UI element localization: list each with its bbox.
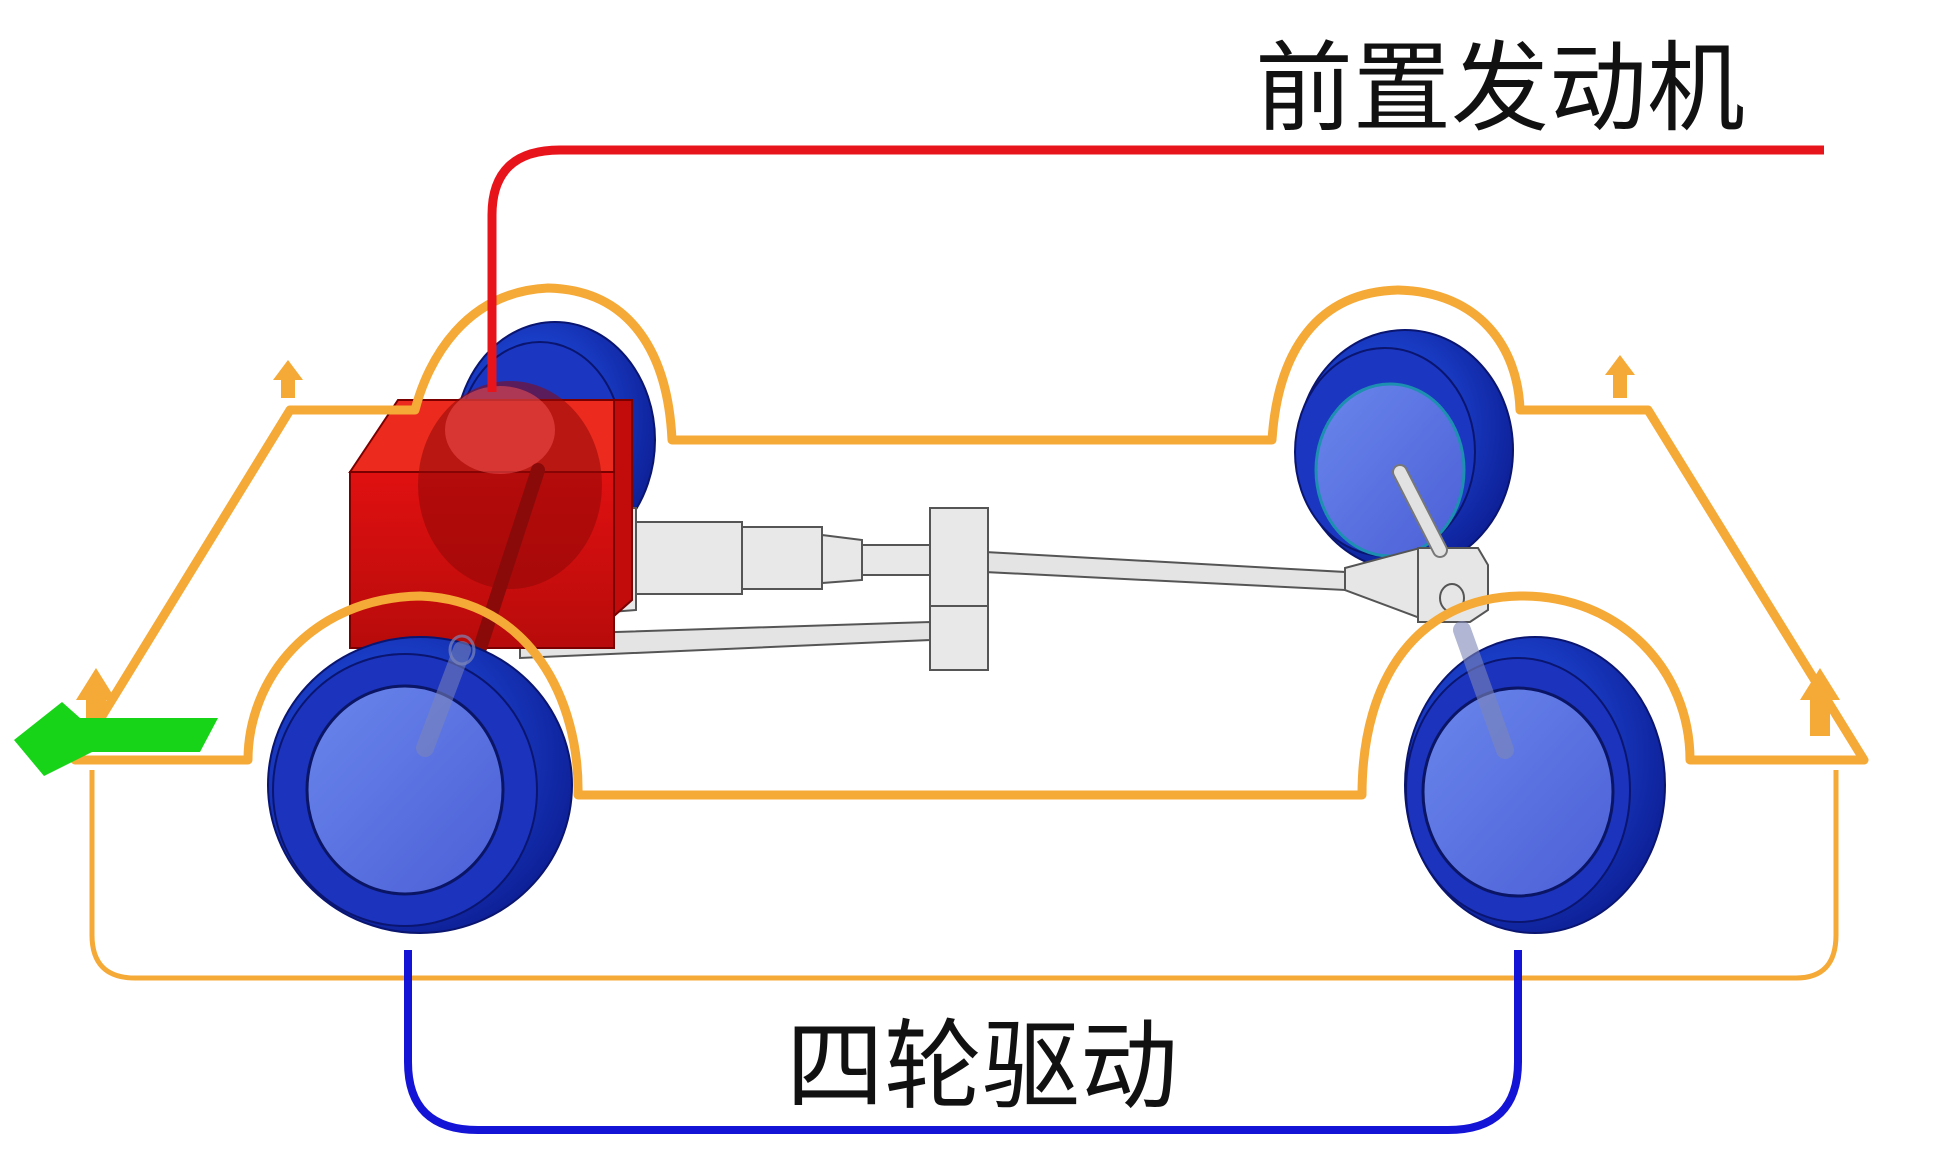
transmission-housing-1 — [631, 521, 743, 595]
transmission-housing-2 — [741, 526, 823, 590]
engine-block — [348, 381, 633, 655]
engine-side — [613, 399, 633, 619]
front-engine-label: 前置发动机 — [1255, 32, 1745, 146]
up-arrow-icon — [273, 360, 303, 398]
left-arrow-icon — [14, 702, 218, 776]
car-lower-outline — [89, 770, 1839, 981]
engine-callout-line — [487, 145, 1824, 392]
transfer-case-bottom — [929, 605, 989, 671]
front-right-wheel — [1404, 621, 1666, 934]
rear-differential-cone — [1344, 546, 1421, 620]
front-left-wheel — [267, 634, 573, 934]
four-wheel-drive-label: 四轮驱动 — [786, 1010, 1178, 1124]
transmission-taper — [821, 533, 863, 585]
drive-callout-line — [404, 950, 1522, 1134]
transmission-output — [861, 544, 933, 576]
rear-right-wheel — [1294, 329, 1514, 571]
car-body-outline — [70, 283, 1869, 800]
up-arrow-icon — [1800, 668, 1840, 736]
up-arrow-icon — [1605, 355, 1635, 398]
upper-drive-shaft — [984, 550, 1346, 592]
transfer-case-top — [929, 507, 989, 609]
